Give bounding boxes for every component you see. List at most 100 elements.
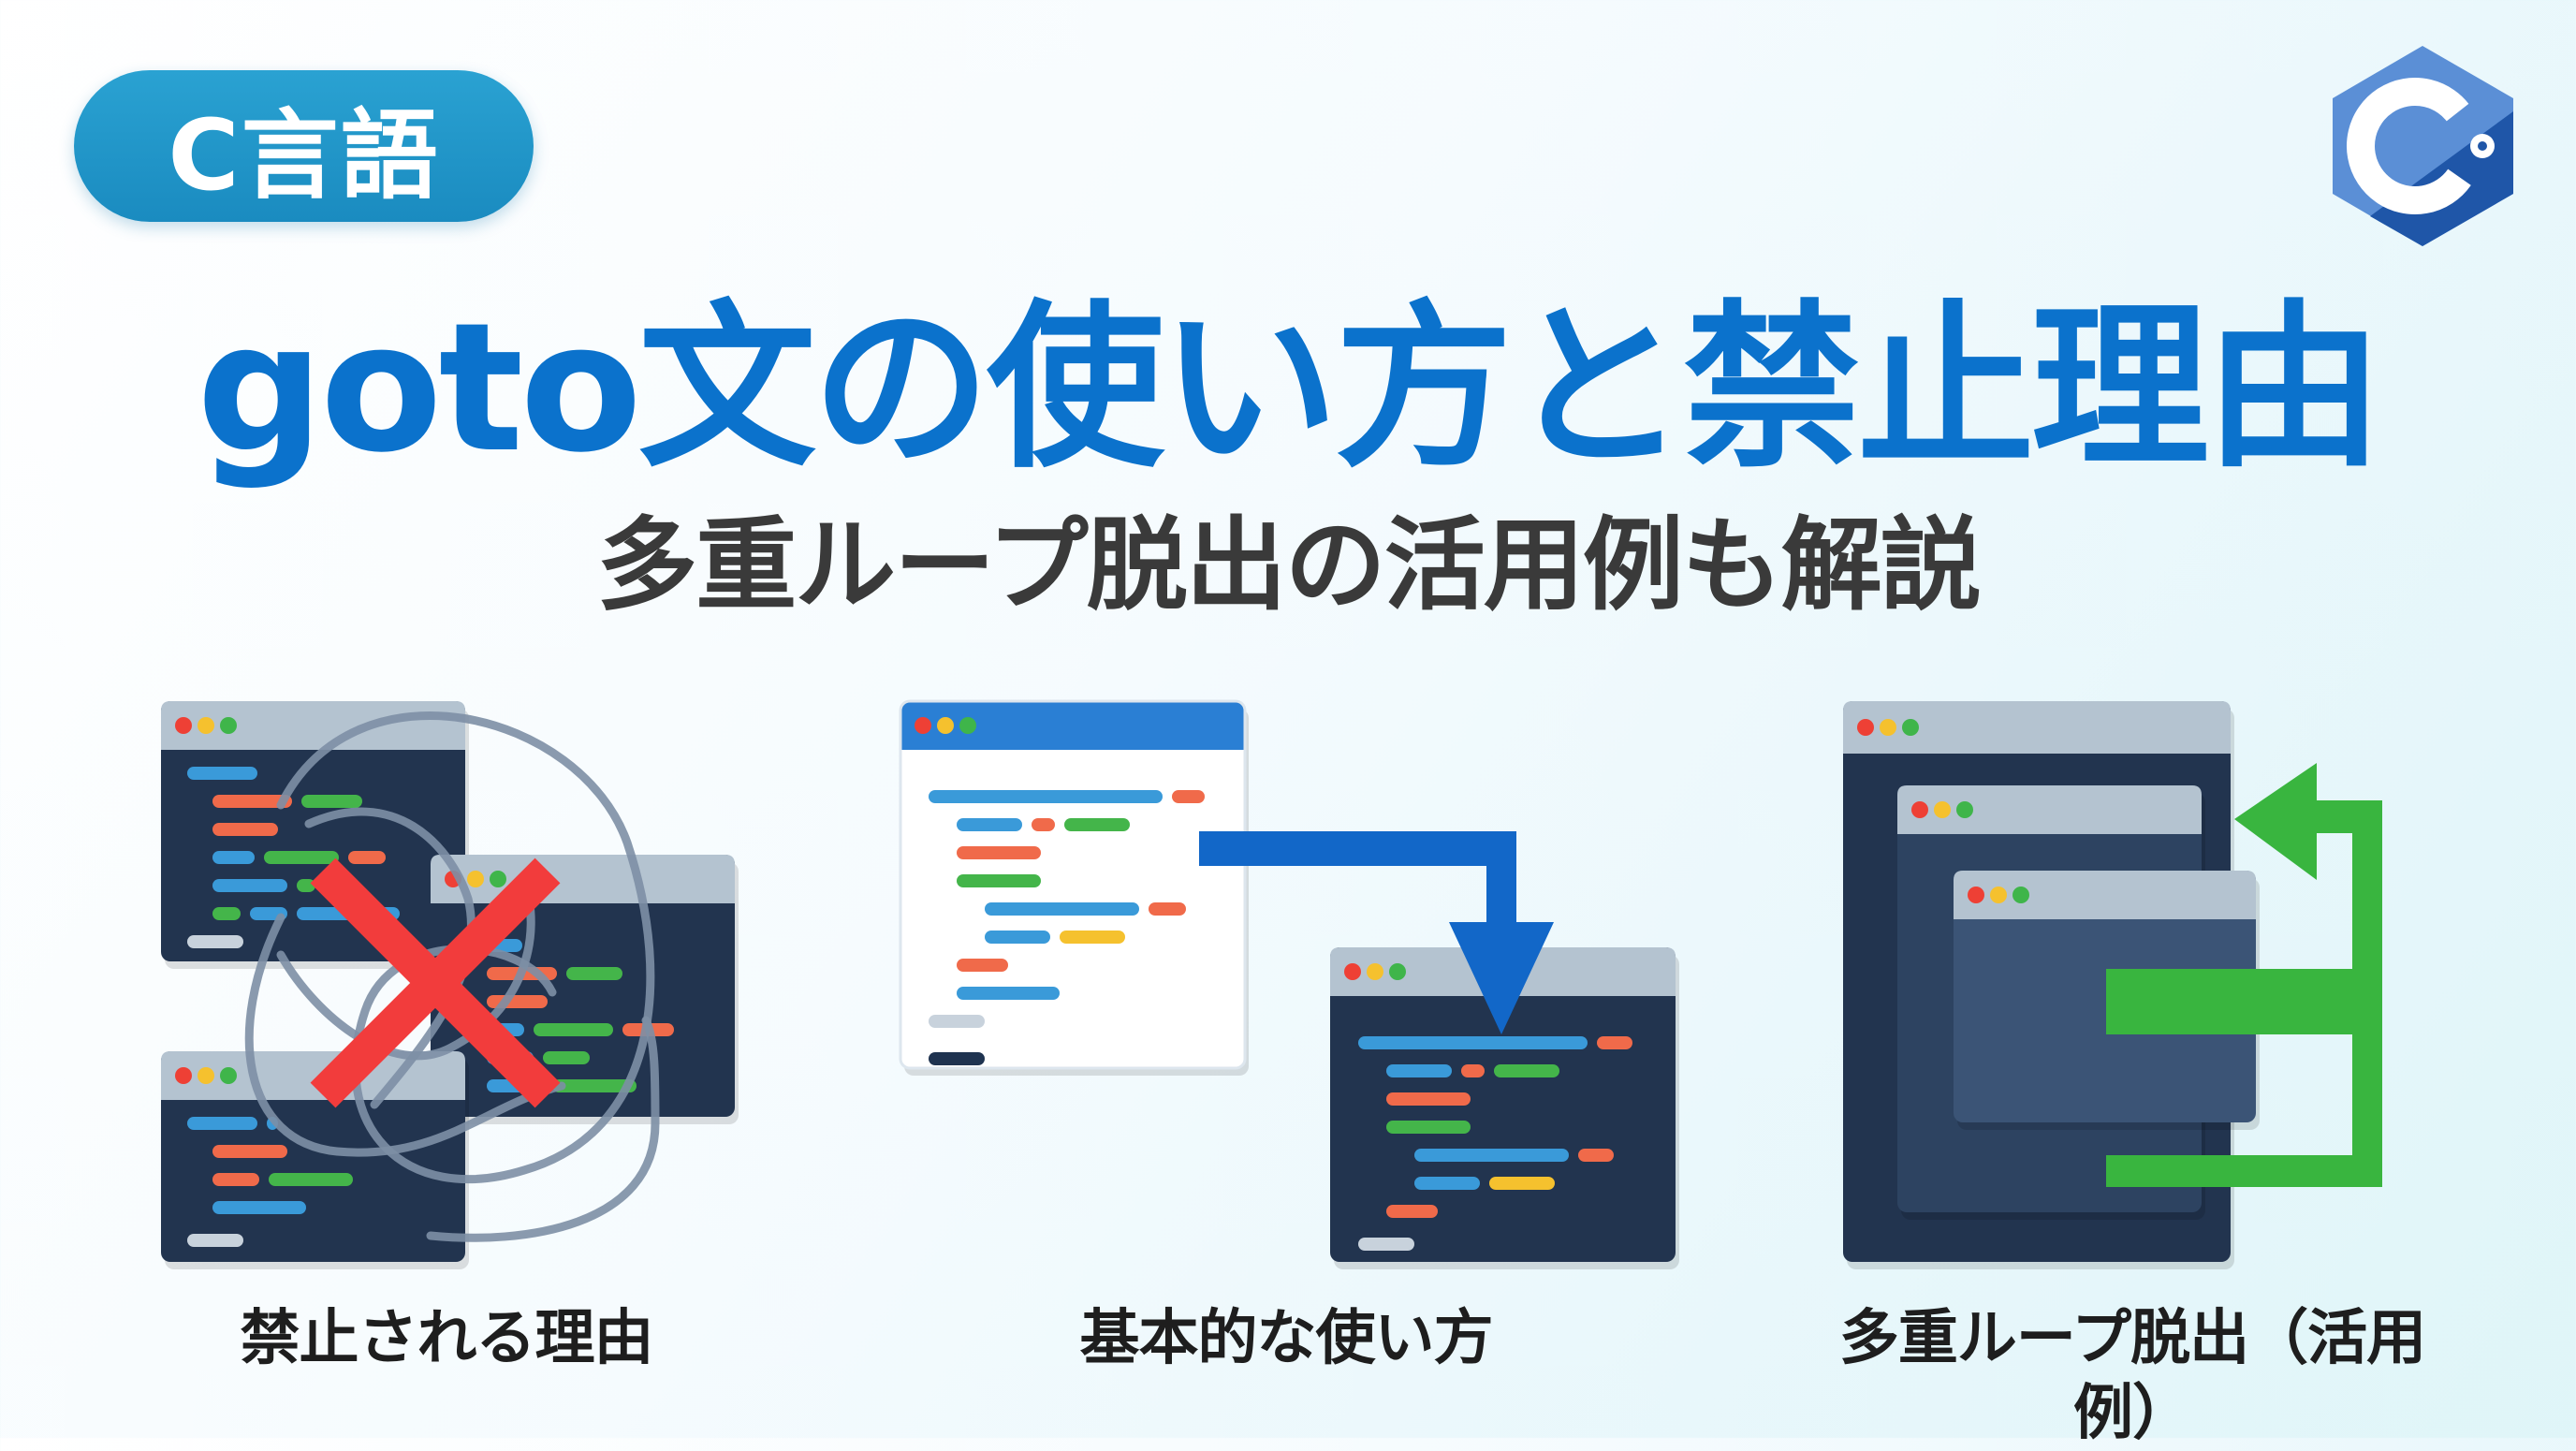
code-line — [1358, 1238, 1414, 1251]
badge-label: C言語 — [168, 97, 440, 213]
c-language-logo-icon — [2333, 46, 2513, 246]
code-line — [1358, 1036, 1588, 1049]
code-line — [212, 795, 292, 808]
window-control-dot — [198, 1067, 214, 1084]
code-line — [534, 1023, 613, 1036]
window-control-dot — [175, 1067, 192, 1084]
code-line — [957, 846, 1041, 859]
window-control-dot — [1344, 963, 1361, 980]
code-line — [187, 767, 257, 780]
code-line — [269, 1173, 353, 1186]
code-window — [161, 701, 469, 969]
code-line — [264, 851, 339, 864]
code-line — [1597, 1036, 1632, 1049]
code-line — [957, 818, 1022, 831]
code-line — [212, 1201, 306, 1214]
window-control-dot — [1956, 801, 1973, 818]
code-line — [1060, 931, 1125, 944]
code-line — [1494, 1064, 1559, 1077]
window-titlebar — [900, 701, 1245, 750]
caption-basic-usage: 基本的な使い方 — [1079, 1304, 1494, 1373]
tangled-line — [276, 875, 535, 1061]
window-control-dot — [915, 717, 931, 734]
window-titlebar — [1954, 871, 2256, 919]
code-line — [929, 1015, 985, 1028]
code-line — [552, 1079, 637, 1092]
window-titlebar — [1843, 701, 2231, 754]
code-line — [957, 874, 1041, 887]
code-line — [348, 851, 386, 864]
code-window — [1330, 947, 1679, 1269]
tangled-windows-with-x-icon — [161, 701, 739, 1269]
code-line — [212, 1173, 259, 1186]
code-line — [1064, 818, 1130, 831]
window-control-dot — [1934, 801, 1951, 818]
caption-prohibited-reasons: 禁止される理由 — [240, 1304, 654, 1373]
code-line — [212, 823, 278, 836]
window-control-dot — [220, 717, 237, 734]
nested-loop-exit-icon — [1843, 701, 2382, 1269]
code-line — [212, 1145, 287, 1158]
code-line — [301, 795, 362, 808]
code-line — [929, 790, 1163, 803]
tangled-line — [304, 807, 476, 1109]
code-window — [431, 855, 739, 1124]
tangled-line — [426, 1016, 660, 1242]
code-window — [900, 701, 1249, 1076]
code-line — [212, 851, 255, 864]
language-badge: C言語 — [74, 70, 534, 222]
page-title: goto文の使い方と禁止理由 — [197, 285, 2383, 491]
window-control-dot — [220, 1067, 237, 1084]
code-line — [487, 995, 548, 1008]
code-line — [1578, 1149, 1614, 1162]
code-line — [985, 902, 1139, 916]
window-control-dot — [198, 717, 214, 734]
code-window — [161, 1051, 469, 1269]
code-line — [957, 959, 1008, 972]
code-line — [1032, 818, 1055, 831]
window-control-dot — [937, 717, 954, 734]
jump-arrow-windows-icon — [899, 699, 1679, 1269]
window-control-dot — [1911, 801, 1928, 818]
code-line — [1489, 1177, 1555, 1190]
code-line — [1461, 1064, 1485, 1077]
window-titlebar — [161, 701, 465, 750]
code-line — [187, 1234, 243, 1247]
code-line — [1386, 1205, 1438, 1218]
window-body — [900, 701, 1245, 1068]
code-line — [1149, 902, 1186, 916]
window-control-dot — [467, 871, 484, 887]
code-line — [1414, 1149, 1569, 1162]
x-mark-icon — [310, 857, 561, 1108]
code-line — [1172, 790, 1205, 803]
code-line — [1386, 1092, 1471, 1106]
code-line — [929, 1052, 985, 1065]
window-control-dot — [1902, 719, 1919, 736]
code-line — [297, 879, 315, 892]
code-line — [187, 1117, 257, 1130]
window-control-dot — [175, 717, 192, 734]
code-line — [212, 879, 287, 892]
tangled-line — [276, 711, 655, 1184]
window-control-dot — [1990, 887, 2007, 903]
window-body — [161, 701, 465, 961]
window-control-dot — [1367, 963, 1383, 980]
jump-arrow-icon — [1199, 831, 1554, 1034]
caption-nested-loop-exit: 多重ループ脱出（活用例） — [1838, 1304, 2426, 1448]
code-line — [212, 907, 241, 920]
window-control-dot — [490, 871, 506, 887]
code-line — [187, 935, 243, 948]
code-line — [1386, 1064, 1452, 1077]
window-body — [1954, 871, 2256, 1122]
code-line — [1386, 1121, 1471, 1134]
window-control-dot — [1968, 887, 1984, 903]
code-line — [1414, 1177, 1480, 1190]
code-line — [543, 1051, 590, 1064]
tangled-line — [244, 913, 566, 1157]
window-border — [899, 699, 1247, 1070]
page-subtitle: 多重ループ脱出の活用例も解説 — [596, 507, 1982, 624]
code-line — [566, 967, 622, 980]
code-line — [957, 987, 1060, 1000]
window-control-dot — [1389, 963, 1406, 980]
